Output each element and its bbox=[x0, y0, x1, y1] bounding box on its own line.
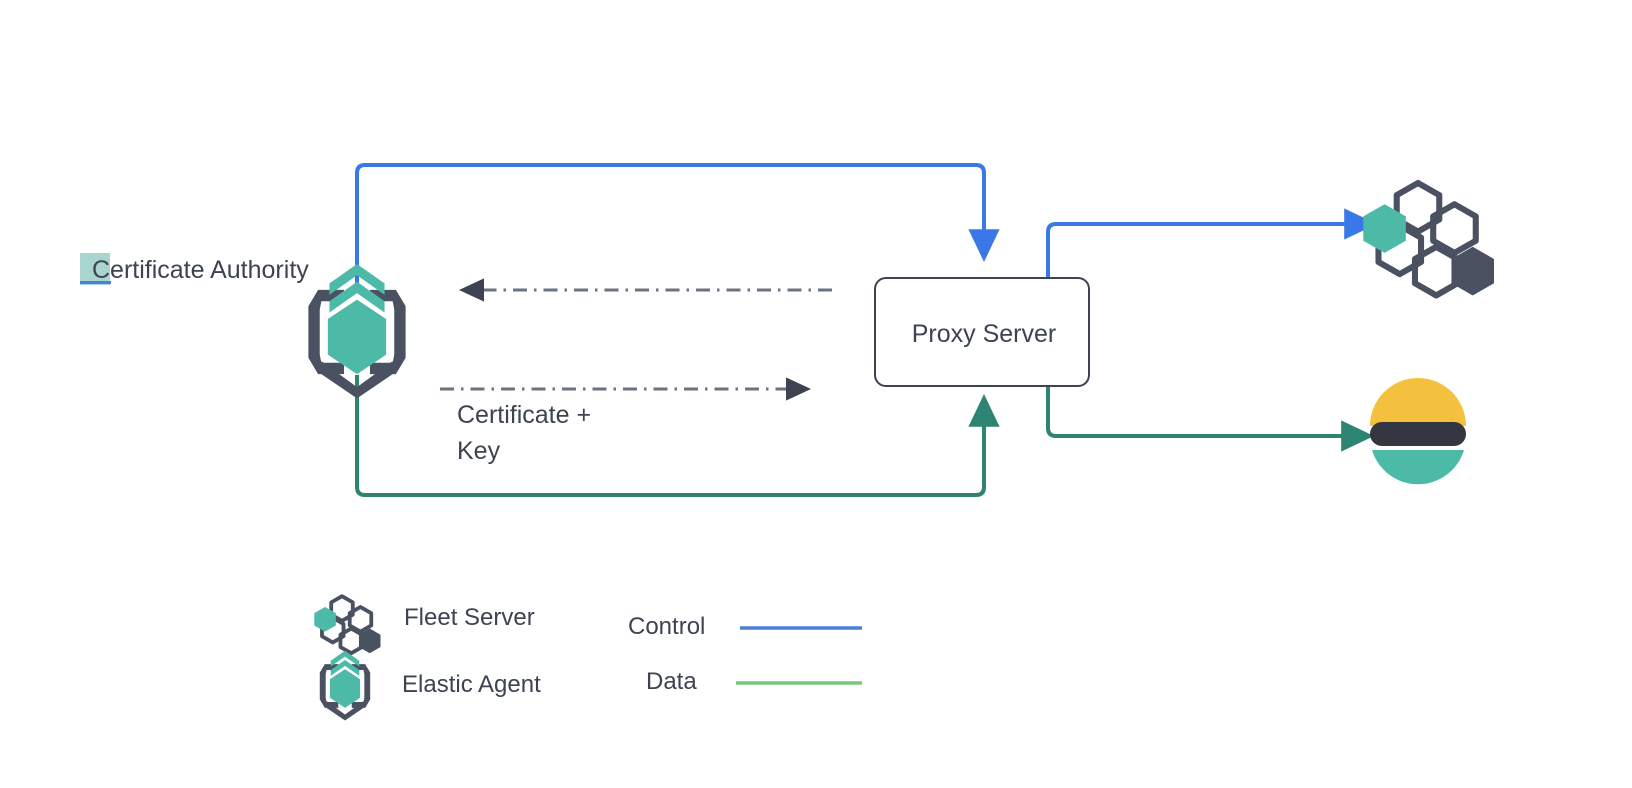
certificate-authority-text-selection bbox=[80, 253, 110, 285]
legend-line-label-data: Data bbox=[646, 668, 697, 695]
elasticsearch-icon bbox=[1370, 378, 1466, 485]
legend-item-label-fleet-server: Fleet Server bbox=[404, 604, 535, 631]
legend-item-label-elastic-agent: Elastic Agent bbox=[402, 671, 541, 698]
text-caret bbox=[80, 281, 111, 284]
edge-data-agent-to-proxy bbox=[355, 375, 1000, 497]
certificate-authority-label[interactable]: Certificate Authority bbox=[92, 256, 309, 284]
legend-fleet-server-icon bbox=[314, 594, 381, 656]
proxy-server-node[interactable]: Proxy Server bbox=[874, 277, 1090, 387]
fleet-server-icon bbox=[1363, 179, 1494, 299]
proxy-server-label: Proxy Server bbox=[911, 319, 1057, 348]
certificate-key-edge-label: Certificate + Key bbox=[457, 401, 592, 465]
edge-control-agent-to-proxy bbox=[355, 163, 1000, 290]
edge-data-proxy-to-elasticsearch bbox=[1046, 387, 1375, 452]
edge-control-proxy-to-fleet bbox=[1046, 208, 1378, 277]
elastic-agent-icon bbox=[308, 263, 406, 399]
legend-elastic-agent-icon bbox=[319, 650, 371, 721]
legend-line-label-control: Control bbox=[628, 613, 706, 640]
